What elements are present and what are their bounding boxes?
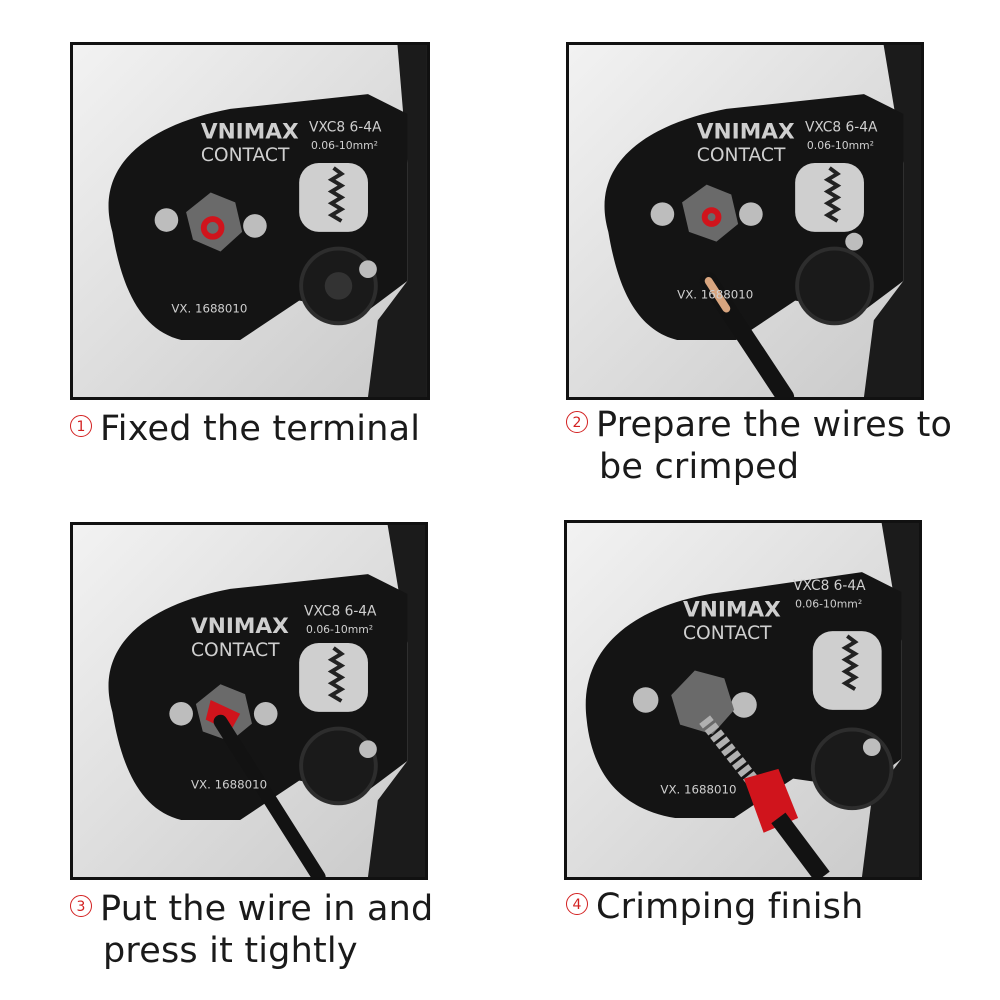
step-number-4: 4 xyxy=(566,893,588,915)
brand-line1-text: VNIMAX xyxy=(683,597,781,622)
brand-line2-text: CONTACT xyxy=(683,623,772,644)
brand-line1-text: VNIMAX xyxy=(191,614,289,639)
serial-text: VX. 1688010 xyxy=(660,782,736,796)
serial-text: VX. 1688010 xyxy=(677,288,753,302)
step-text-4: Crimping finish xyxy=(596,887,864,927)
brand-line1-text: VNIMAX xyxy=(697,119,795,144)
range-text: 0.06-10mm² xyxy=(306,623,373,636)
step-text-1: Fixed the terminal xyxy=(100,409,421,449)
step-text-3b: press it tightly xyxy=(103,931,358,971)
photo-step-2: VNIMAX CONTACT VXC8 6-4A 0.06-10mm² VX. … xyxy=(566,42,924,400)
crimper-photo: VNIMAX CONTACT VXC8 6-4A 0.06-10mm² VX. … xyxy=(73,525,425,877)
step-text-2b: be crimped xyxy=(599,447,800,487)
step-number-1: 1 xyxy=(70,415,92,437)
step-number-2: 2 xyxy=(566,411,588,433)
range-text: 0.06-10mm² xyxy=(807,139,874,152)
serial-text: VX. 1688010 xyxy=(191,778,267,792)
step-text-3a: Put the wire in and xyxy=(100,889,434,929)
crimper-photo: VNIMAX CONTACT VXC8 6-4A 0.06-10mm² VX. … xyxy=(567,523,919,877)
brand-line2-text: CONTACT xyxy=(697,145,786,166)
photo-step-1: VNIMAX CONTACT VXC8 6-4A 0.06-10mm² VX. … xyxy=(70,42,430,400)
photo-step-4: VNIMAX CONTACT VXC8 6-4A 0.06-10mm² VX. … xyxy=(564,520,922,880)
brand-line2-text: CONTACT xyxy=(191,640,280,661)
model-text: VXC8 6-4A xyxy=(805,120,878,136)
photo-step-3: VNIMAX CONTACT VXC8 6-4A 0.06-10mm² VX. … xyxy=(70,522,428,880)
caption-step-2: 2 Prepare the wires to be crimped xyxy=(566,404,952,488)
crimper-photo: VNIMAX CONTACT VXC8 6-4A 0.06-10mm² VX. … xyxy=(569,45,921,397)
model-text: VXC8 6-4A xyxy=(793,578,866,594)
brand-line1-text: VNIMAX xyxy=(201,119,299,144)
step-number-3: 3 xyxy=(70,895,92,917)
range-text: 0.06-10mm² xyxy=(795,598,862,611)
caption-step-3: 3 Put the wire in and press it tightly xyxy=(70,888,433,972)
model-text: VXC8 6-4A xyxy=(304,603,377,619)
model-text: VXC8 6-4A xyxy=(309,120,382,136)
brand-line2-text: CONTACT xyxy=(201,145,290,166)
caption-step-1: 1 Fixed the terminal xyxy=(70,408,420,450)
step-text-2a: Prepare the wires to xyxy=(596,405,953,445)
serial-text: VX. 1688010 xyxy=(171,301,247,315)
crimper-photo: VNIMAX CONTACT VXC8 6-4A 0.06-10mm² VX. … xyxy=(73,45,427,397)
caption-step-4: 4 Crimping finish xyxy=(566,886,863,928)
range-text: 0.06-10mm² xyxy=(311,139,378,152)
